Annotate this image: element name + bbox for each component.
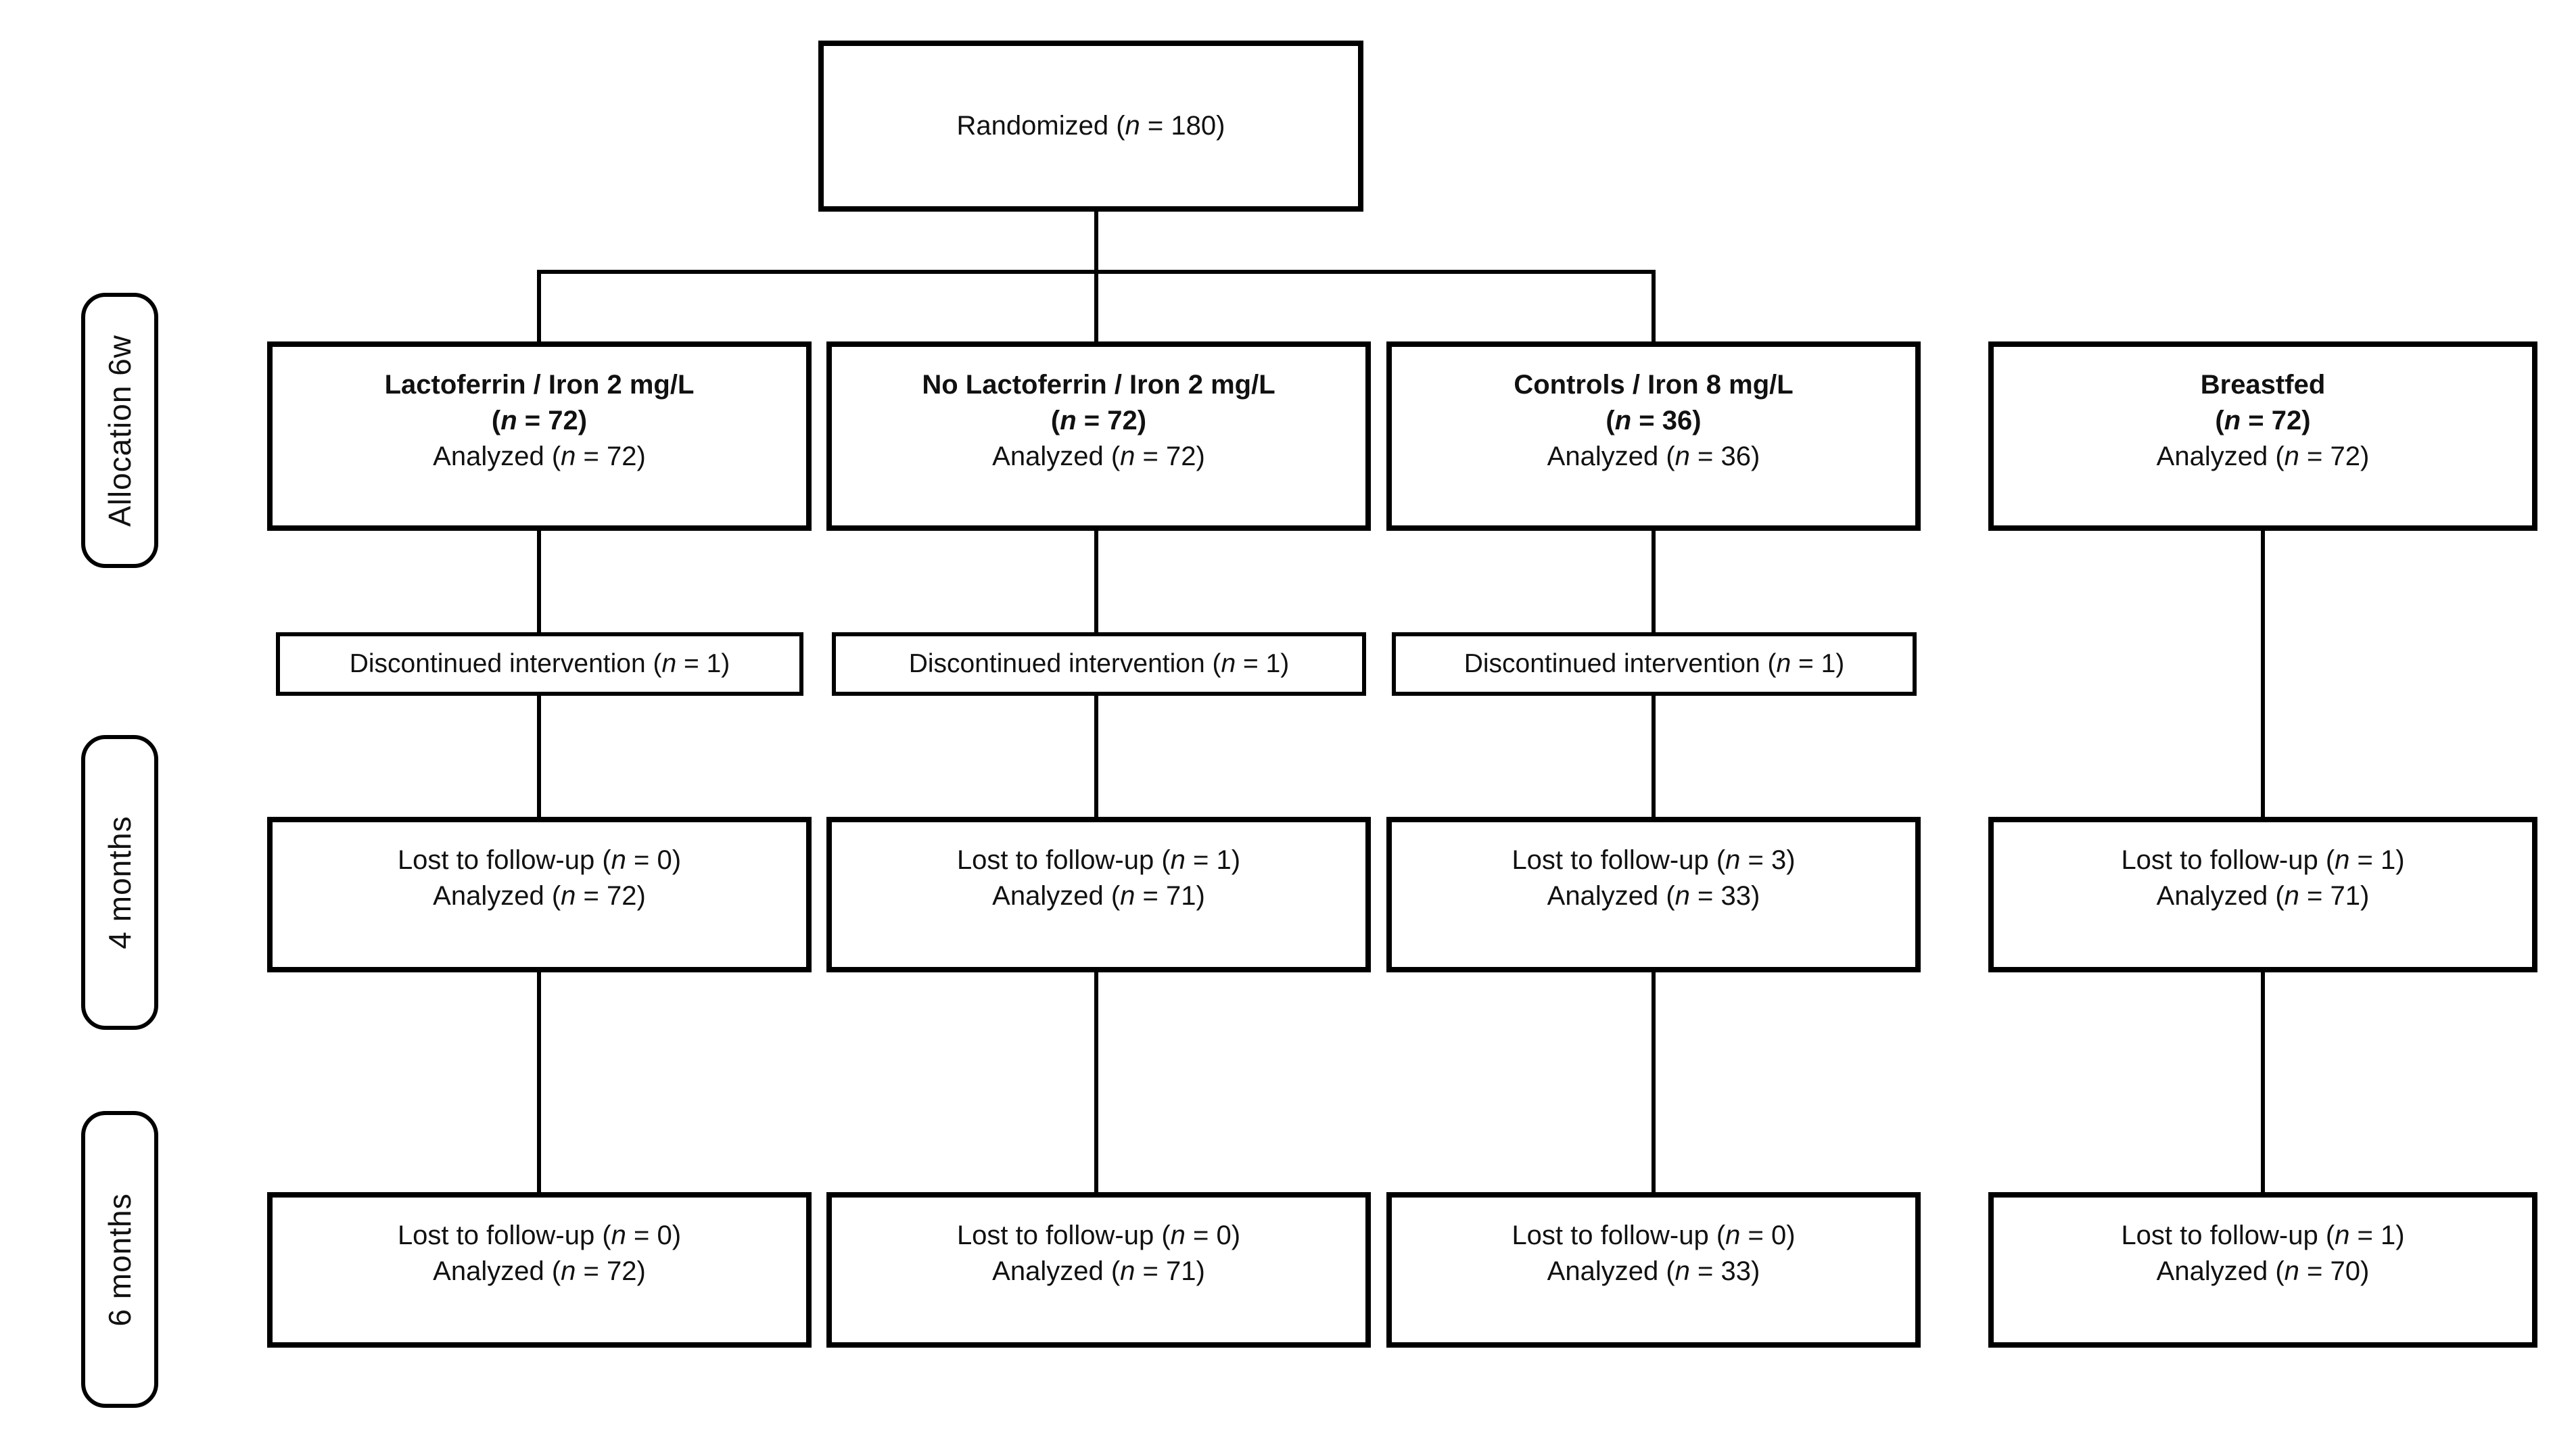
stage-label-text: Allocation 6w	[102, 334, 137, 527]
month4-box-lactoferrin: Lost to follow-up (n = 0) Analyzed (n = …	[267, 817, 812, 972]
analyzed: Analyzed (n = 33)	[1547, 1256, 1760, 1286]
connector-line	[537, 270, 541, 344]
connector-line	[1094, 270, 1098, 344]
discontinued-box-lactoferrin: Discontinued intervention (n = 1)	[276, 632, 803, 696]
allocation-box-controls: Controls / Iron 8 mg/L (n = 36) Analyzed…	[1386, 341, 1921, 531]
allocation-box-lactoferrin: Lactoferrin / Iron 2 mg/L (n = 72) Analy…	[267, 341, 812, 531]
group-n: (n = 72)	[2215, 405, 2311, 435]
analyzed: Analyzed (n = 71)	[992, 880, 1205, 911]
group-name: Breastfed	[2200, 370, 2326, 400]
lost-to-followup: Lost to follow-up (n = 0)	[397, 845, 682, 875]
connector-line	[1652, 270, 1656, 344]
month4-box-no-lactoferrin: Lost to follow-up (n = 1) Analyzed (n = …	[826, 817, 1371, 972]
month6-box-controls: Lost to follow-up (n = 0) Analyzed (n = …	[1386, 1192, 1921, 1348]
analyzed: Analyzed (n = 71)	[992, 1256, 1205, 1286]
allocation-box-no-lactoferrin: No Lactoferrin / Iron 2 mg/L (n = 72) An…	[826, 341, 1371, 531]
randomized-label: Randomized (n = 180)	[956, 111, 1225, 141]
group-analyzed: Analyzed (n = 72)	[433, 441, 646, 471]
stage-label-text: 6 months	[102, 1192, 137, 1327]
analyzed: Analyzed (n = 71)	[2156, 880, 2370, 911]
group-analyzed: Analyzed (n = 36)	[1547, 441, 1760, 471]
group-analyzed: Analyzed (n = 72)	[2156, 441, 2370, 471]
discontinued-box-controls: Discontinued intervention (n = 1)	[1392, 632, 1917, 696]
month4-box-breastfed: Lost to follow-up (n = 1) Analyzed (n = …	[1988, 817, 2537, 972]
stage-label-text: 4 months	[102, 815, 137, 949]
lost-to-followup: Lost to follow-up (n = 1)	[956, 845, 1241, 875]
month6-box-breastfed: Lost to follow-up (n = 1) Analyzed (n = …	[1988, 1192, 2537, 1348]
connector-line	[1094, 969, 1098, 1195]
group-n: (n = 36)	[1606, 405, 1702, 435]
analyzed: Analyzed (n = 72)	[433, 880, 646, 911]
lost-to-followup: Lost to follow-up (n = 0)	[956, 1221, 1241, 1250]
connector-line	[2261, 527, 2265, 820]
stage-label-allocation: Allocation 6w	[81, 293, 158, 568]
discontinued-box-no-lactoferrin: Discontinued intervention (n = 1)	[832, 632, 1366, 696]
group-name: Lactoferrin / Iron 2 mg/L	[384, 370, 695, 400]
connector-line	[537, 969, 541, 1195]
connector-line	[2261, 969, 2265, 1195]
group-name: No Lactoferrin / Iron 2 mg/L	[922, 370, 1275, 400]
group-n: (n = 72)	[491, 405, 588, 435]
stage-label-6-months: 6 months	[81, 1111, 158, 1408]
lost-to-followup: Lost to follow-up (n = 1)	[2121, 1221, 2405, 1250]
randomized-box: Randomized (n = 180)	[818, 41, 1363, 212]
lost-to-followup: Lost to follow-up (n = 1)	[2121, 845, 2405, 875]
lost-to-followup: Lost to follow-up (n = 0)	[397, 1221, 682, 1250]
discontinued-label: Discontinued intervention (n = 1)	[908, 649, 1290, 679]
analyzed: Analyzed (n = 70)	[2156, 1256, 2370, 1286]
month6-box-lactoferrin: Lost to follow-up (n = 0) Analyzed (n = …	[267, 1192, 812, 1348]
analyzed: Analyzed (n = 33)	[1547, 880, 1760, 911]
month4-box-controls: Lost to follow-up (n = 3) Analyzed (n = …	[1386, 817, 1921, 972]
connector-line	[1094, 210, 1098, 272]
month6-box-no-lactoferrin: Lost to follow-up (n = 0) Analyzed (n = …	[826, 1192, 1371, 1348]
discontinued-label: Discontinued intervention (n = 1)	[349, 649, 730, 679]
allocation-box-breastfed: Breastfed (n = 72) Analyzed (n = 72)	[1988, 341, 2537, 531]
connector-line	[1652, 969, 1656, 1195]
group-analyzed: Analyzed (n = 72)	[992, 441, 1205, 471]
group-name: Controls / Iron 8 mg/L	[1514, 370, 1794, 400]
stage-label-4-months: 4 months	[81, 735, 158, 1030]
discontinued-label: Discontinued intervention (n = 1)	[1463, 649, 1845, 679]
group-n: (n = 72)	[1050, 405, 1147, 435]
analyzed: Analyzed (n = 72)	[433, 1256, 646, 1286]
lost-to-followup: Lost to follow-up (n = 0)	[1512, 1221, 1796, 1250]
lost-to-followup: Lost to follow-up (n = 3)	[1512, 845, 1796, 875]
